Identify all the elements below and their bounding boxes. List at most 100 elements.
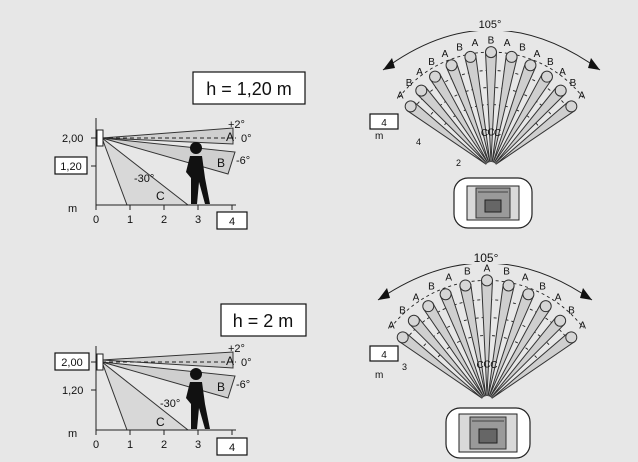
y-boxed-label: 2,00 — [61, 357, 82, 369]
fan-zone-letter: A — [442, 49, 449, 60]
fan-beam — [495, 101, 576, 165]
x-tick-label: 2 — [161, 214, 167, 226]
arc-arrow-right-icon — [580, 288, 592, 300]
fan-zone-letter: B — [456, 43, 463, 54]
range-arc — [413, 69, 569, 109]
range-mark: 4 — [416, 137, 421, 147]
tilt-label: +2° — [228, 343, 245, 355]
fan-zone-letter: A — [416, 67, 423, 78]
x-tick-label: 0 — [93, 439, 99, 451]
fan-beam-tip — [540, 70, 553, 83]
fan-zone-letter: B — [503, 267, 510, 278]
range-mark: 2 — [456, 158, 461, 168]
fan-beam-tip — [422, 300, 435, 313]
fan-beam-tip — [539, 300, 552, 313]
tilt-label: 0° — [241, 357, 252, 369]
fan-zone-letter: B — [406, 78, 413, 89]
zone-label: B — [217, 380, 225, 394]
fan-beam-tip — [464, 50, 477, 63]
tilt-label: -6° — [236, 379, 250, 391]
person-icon — [186, 142, 210, 204]
range-unit: m — [375, 370, 383, 381]
tilt-label: -6° — [236, 155, 250, 167]
y-tick-label: 1,20 — [62, 385, 83, 397]
fan-beam-tip — [415, 84, 428, 97]
fan-beam — [406, 101, 487, 165]
range-boxed — [369, 113, 399, 130]
beam-a — [101, 127, 234, 145]
zone-label: C — [156, 415, 165, 429]
fan-zone-letter: C — [490, 360, 497, 371]
fan-beam-tip — [522, 288, 535, 301]
beam-a — [101, 351, 234, 369]
fan-beam-tip — [485, 46, 497, 59]
angle-bg — [468, 17, 512, 31]
fan-zone-letter: A — [522, 273, 529, 284]
tilt-label: 0° — [241, 133, 252, 145]
range-arc — [419, 317, 555, 351]
fan-zone-letter: A — [578, 90, 585, 101]
fan-beam — [398, 332, 483, 399]
fan-beam-tip — [459, 279, 472, 292]
fan-zone-letter: C — [494, 128, 501, 139]
tilt-label: -30° — [134, 173, 154, 185]
range-boxed-label: 4 — [381, 118, 387, 129]
fan-beam — [491, 332, 576, 399]
tilt-label: +2° — [228, 119, 245, 131]
fan-beam-tip — [407, 314, 420, 327]
fan-zone-letter: A — [534, 49, 541, 60]
fan-zone-letter: B — [399, 306, 406, 317]
range-unit: m — [375, 131, 383, 142]
angle-bg — [464, 250, 508, 264]
zone-label: A — [226, 130, 234, 144]
fan-beam-tip — [505, 50, 518, 63]
sensor-side-icon — [96, 353, 104, 371]
angle-label: 105° — [479, 19, 502, 31]
fan-zone-letter: A — [484, 263, 491, 274]
fan-beam-tip — [481, 274, 493, 287]
fan-zone-letter: B — [428, 57, 435, 68]
x-boxed — [216, 437, 248, 456]
person-icon — [186, 368, 210, 429]
range-boxed-label: 4 — [381, 350, 387, 361]
x-tick-label: 2 — [161, 439, 167, 451]
angle-label: 105° — [474, 251, 499, 265]
x-tick-label: 1 — [127, 439, 133, 451]
y-unit: m — [68, 428, 77, 440]
fan-beam-tip — [502, 279, 515, 292]
fan-zone-letter: A — [555, 293, 562, 304]
zone-label: C — [156, 189, 165, 203]
fan-zone-letter: C — [487, 127, 494, 138]
zone-label: A — [226, 354, 234, 368]
fan-zone-letter: A — [388, 321, 395, 332]
fan-beam-tip — [554, 314, 567, 327]
fan-zone-letter: C — [481, 128, 488, 139]
y-tick-label: 2,00 — [62, 133, 83, 145]
sensor-device-icon — [453, 177, 533, 229]
y-boxed-label: 1,20 — [60, 161, 81, 173]
fan-beam-tip — [524, 59, 537, 72]
fan-beam-tip — [565, 331, 578, 344]
sensor-side-icon — [96, 129, 104, 147]
fan-zone-letter: A — [579, 321, 586, 332]
fan-zone-letter: A — [504, 38, 511, 49]
height-label: h = 1,20 m — [206, 79, 292, 99]
range-arc — [398, 51, 584, 98]
x-boxed — [216, 211, 248, 230]
range-arc — [405, 299, 569, 340]
x-tick-label: 3 — [195, 439, 201, 451]
y-unit: m — [68, 203, 77, 215]
side-view-top: h = 1,20 m 2,00 1,20 m 0 1 2 3 4 +2° 0° … — [54, 71, 306, 230]
arc-arrow-left-icon — [383, 58, 395, 70]
range-arc — [390, 280, 584, 329]
fan-beam-tip — [429, 70, 442, 83]
fan-zone-letter: B — [464, 267, 471, 278]
side-view-bottom: h = 2 m 2,00 1,20 m 0 1 2 3 4 +2° 0° -6°… — [54, 303, 307, 456]
fan-zone-letter: C — [477, 360, 484, 371]
fan-zone-letter: A — [445, 273, 452, 284]
fan-zone-letter: B — [570, 78, 577, 89]
fan-zone-letter: A — [397, 90, 404, 101]
range-boxed — [369, 345, 399, 362]
